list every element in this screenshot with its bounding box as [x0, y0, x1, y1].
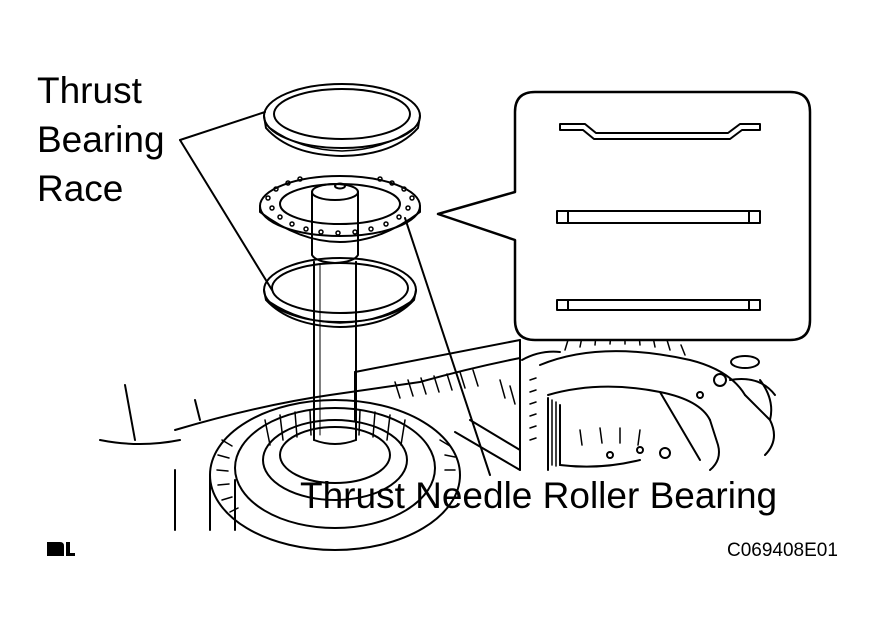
thrust-needle-roller-bearing — [259, 175, 421, 243]
figure-code: C069408E01 — [727, 540, 838, 561]
leader-lines — [179, 111, 491, 476]
thrust-bearing-race-upper — [263, 83, 421, 157]
thrust-needle-roller-bearing-label: Thrust Needle Roller Bearing — [300, 475, 778, 516]
thrust-bearing-race-label-line3: Race — [37, 168, 124, 209]
needle-bearing-cross-section — [556, 210, 761, 224]
thrust-bearing-race-label-line1: Thrust — [37, 70, 142, 111]
transmission-case — [99, 339, 521, 531]
clutch-drum — [209, 399, 461, 551]
race-cross-section-lower — [556, 299, 761, 311]
thrust-bearing-race-lower — [263, 257, 417, 328]
race-cross-section-upper — [559, 123, 761, 140]
thrust-bearing-race-label-line2: Bearing — [37, 119, 165, 160]
gear-cluster — [521, 333, 776, 471]
page-symbol-icon — [47, 542, 75, 556]
cross-section-callout — [436, 90, 812, 342]
